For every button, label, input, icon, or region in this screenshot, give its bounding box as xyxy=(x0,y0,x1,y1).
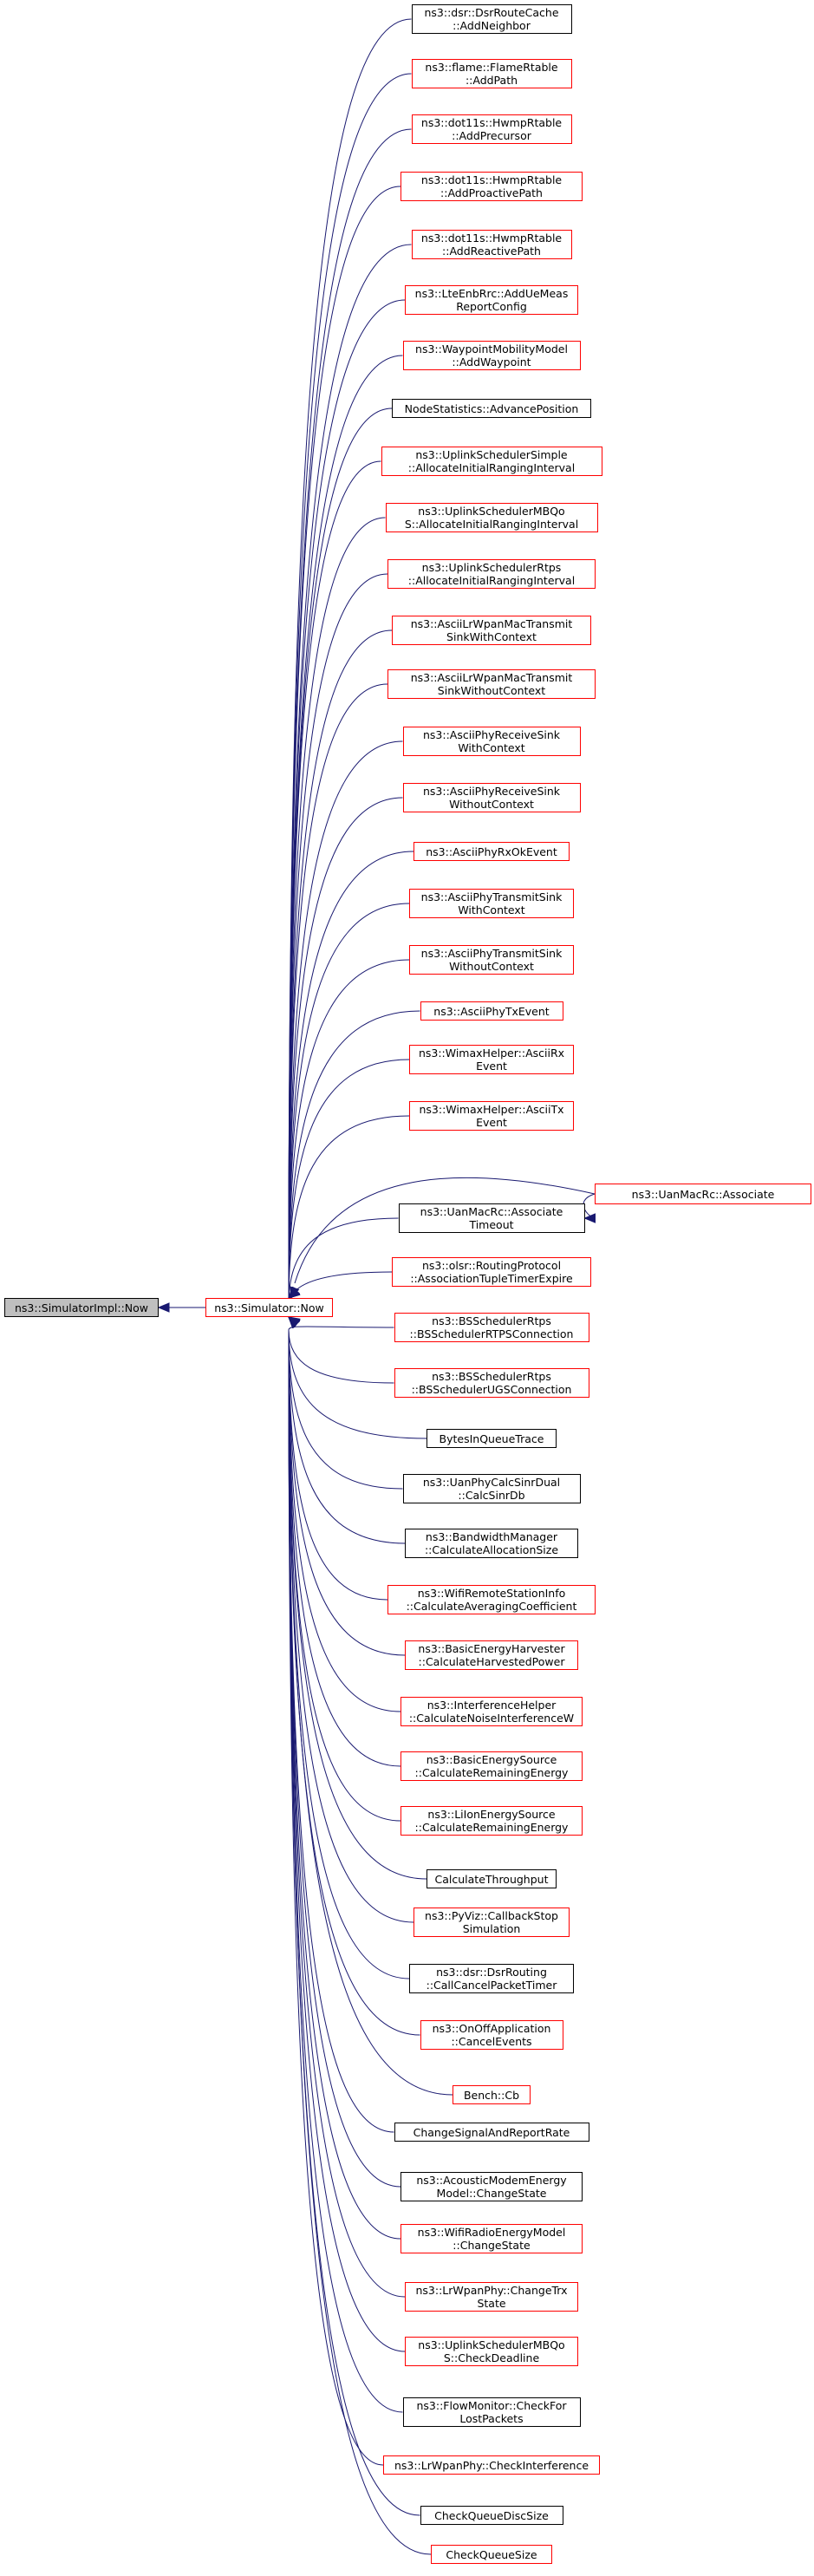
caller-node-waypointmobilitymodel-addwaypoint[interactable]: ns3::WaypointMobilityModel ::AddWaypoint xyxy=(402,341,581,370)
caller-node-uplinkschedulermbqos-checkdeadline[interactable]: ns3::UplinkSchedulerMBQo S::CheckDeadlin… xyxy=(405,2337,578,2366)
caller-node-uplinkschedulerrtps-allocateinitialranginginterval[interactable]: ns3::UplinkSchedulerRtps ::AllocateIniti… xyxy=(387,559,596,589)
edge-arrow-secondary-timeout xyxy=(583,1213,596,1223)
caller-node-bsschedulerrtps-bsschedulerugsconnection[interactable]: ns3::BSSchedulerRtps ::BSSchedulerUGSCon… xyxy=(394,1368,589,1398)
caller-node-asciiphyreceivesinkwithcontext[interactable]: ns3::AsciiPhyReceiveSink WithContext xyxy=(402,727,581,756)
caller-node-interferencehelper-calculatenoiseinterferencew[interactable]: ns3::InterferenceHelper ::CalculateNoise… xyxy=(400,1697,583,1726)
caller-node-wifiradioenergymodel-changestate[interactable]: ns3::WifiRadioEnergyModel ::ChangeState xyxy=(400,2224,583,2253)
caller-node-bench-cb[interactable]: Bench::Cb xyxy=(453,2085,531,2104)
node-simulatorimpl-now[interactable]: ns3::SimulatorImpl::Now xyxy=(4,1298,159,1317)
caller-node-dot11s-hwmprtable-addprecursor[interactable]: ns3::dot11s::HwmpRtable ::AddPrecursor xyxy=(411,114,572,144)
edge-caller-24 xyxy=(288,1329,394,1384)
edge-caller-11 xyxy=(288,629,393,1307)
caller-node-checkqueuesize[interactable]: CheckQueueSize xyxy=(431,2545,552,2564)
edge-caller-42 xyxy=(288,1329,406,2352)
edge-caller-37 xyxy=(288,1329,453,2096)
caller-node-dsr-dsrrouting-callcancelpackettimer[interactable]: ns3::dsr::DsrRouting ::CallCancelPacketT… xyxy=(409,1964,574,1993)
caller-node-calculatethroughput[interactable]: CalculateThroughput xyxy=(427,1869,557,1888)
caller-node-pyviz-callbackstopsimulation[interactable]: ns3::PyViz::CallbackStop Simulation xyxy=(414,1908,570,1937)
edge-caller-18 xyxy=(288,1010,420,1307)
edge-caller-14 xyxy=(288,797,403,1307)
edge-caller-2 xyxy=(288,128,412,1307)
edge-caller-46 xyxy=(288,1329,432,2555)
edge-caller-29 xyxy=(288,1329,406,1656)
caller-node-wifiremotestationinfo-calculateaveragingcoefficient[interactable]: ns3::WifiRemoteStationInfo ::CalculateAv… xyxy=(387,1585,596,1614)
caller-node-basicenergysource-calculateremainingenergy[interactable]: ns3::BasicEnergySource ::CalculateRemain… xyxy=(400,1751,583,1781)
caller-node-nodestatistics-advanceposition[interactable]: NodeStatistics::AdvancePosition xyxy=(392,399,591,418)
caller-node-dot11s-hwmprtable-addproactivepath[interactable]: ns3::dot11s::HwmpRtable ::AddProactivePa… xyxy=(400,172,583,201)
caller-node-asciiphytransmitsinkwithoutcontext[interactable]: ns3::AsciiPhyTransmitSink WithoutContext xyxy=(409,945,574,975)
edge-caller-43 xyxy=(288,1329,403,2413)
edge-arrow-root xyxy=(157,1302,170,1313)
edge-caller-32 xyxy=(288,1329,401,1822)
edge-caller-17 xyxy=(288,959,410,1307)
caller-node-uanphycalcsinrdual-calcsinrdb[interactable]: ns3::UanPhyCalcSinrDual ::CalcSinrDb xyxy=(402,1474,581,1503)
edge-caller-26 xyxy=(288,1329,403,1490)
caller-node-checkqueuediscsize[interactable]: CheckQueueDiscSize xyxy=(420,2506,563,2525)
edge-arrow-secondary-hub xyxy=(290,1286,300,1300)
edge-caller-12 xyxy=(288,683,388,1307)
caller-node-uanmacrc-associatetimeout[interactable]: ns3::UanMacRc::Associate Timeout xyxy=(398,1203,585,1233)
caller-node-flame-flamertable-addpath[interactable]: ns3::flame::FlameRtable ::AddPath xyxy=(411,59,572,88)
caller-node-asciiphyrxokevent[interactable]: ns3::AsciiPhyRxOkEvent xyxy=(414,842,570,861)
edge-caller-16 xyxy=(288,903,410,1307)
caller-node-onoffapplication-cancelevents[interactable]: ns3::OnOffApplication ::CancelEvents xyxy=(420,2020,563,2050)
caller-node-lrwpanphy-changetrxstate[interactable]: ns3::LrWpanPhy::ChangeTrx State xyxy=(405,2282,578,2312)
edge-caller-27 xyxy=(288,1329,406,1544)
caller-node-bandwidthmanager-calculateallocationsize[interactable]: ns3::BandwidthManager ::CalculateAllocat… xyxy=(405,1529,578,1558)
caller-node-uplinkschedulersimple-allocateinitialranginginterval[interactable]: ns3::UplinkSchedulerSimple ::AllocateIni… xyxy=(381,447,602,476)
edge-caller-45 xyxy=(288,1329,420,2516)
edge-caller-19 xyxy=(288,1059,410,1307)
edge-caller-34 xyxy=(288,1329,414,1923)
edge-arrow-46 xyxy=(287,1316,301,1328)
edge-caller-25 xyxy=(288,1329,427,1439)
caller-node-liionenergysource-calculateremainingenergy[interactable]: ns3::LiIonEnergySource ::CalculateRemain… xyxy=(400,1806,583,1836)
caller-node-dot11s-hwmprtable-addreactivepath[interactable]: ns3::dot11s::HwmpRtable ::AddReactivePat… xyxy=(411,230,572,259)
edge-caller-21 xyxy=(288,1217,399,1307)
caller-node-lteenbrrc-adduemeasreportconfig[interactable]: ns3::LteEnbRrc::AddUeMeas ReportConfig xyxy=(405,285,578,315)
caller-node-uplinkschedulermbqos-allocateinitialranginginterval[interactable]: ns3::UplinkSchedulerMBQo S::AllocateInit… xyxy=(385,503,598,532)
node-uanmacrc-associate[interactable]: ns3::UanMacRc::Associate xyxy=(595,1184,811,1204)
edge-caller-44 xyxy=(288,1329,384,2466)
caller-node-wimaxhelper-asciitxevent[interactable]: ns3::WimaxHelper::AsciiTx Event xyxy=(409,1101,574,1131)
caller-node-wimaxhelper-asciirxevent[interactable]: ns3::WimaxHelper::AsciiRx Event xyxy=(409,1045,574,1074)
caller-node-asciilrwpanmactransmitsinkwithcontext[interactable]: ns3::AsciiLrWpanMacTransmit SinkWithCont… xyxy=(392,616,591,645)
edge-caller-15 xyxy=(288,851,414,1307)
caller-node-lrwpanphy-checkinterference[interactable]: ns3::LrWpanPhy::CheckInterference xyxy=(383,2455,600,2475)
caller-node-basicenergyharvester-calculateharvestedpower[interactable]: ns3::BasicEnergyHarvester ::CalculateHar… xyxy=(405,1640,578,1670)
edge-caller-13 xyxy=(288,740,403,1307)
edge-caller-20 xyxy=(288,1115,410,1307)
caller-node-flowmonitor-checkforlostpackets[interactable]: ns3::FlowMonitor::CheckFor LostPackets xyxy=(402,2397,581,2427)
edge-caller-23 xyxy=(288,1326,394,1331)
caller-node-acousticmodemenergymodel-changestate[interactable]: ns3::AcousticModemEnergy Model::ChangeSt… xyxy=(400,2172,583,2201)
edge-caller-30 xyxy=(288,1329,401,1712)
caller-node-olsr-routingprotocol-associationtupletimerexpire[interactable]: ns3::olsr::RoutingProtocol ::Association… xyxy=(392,1257,591,1287)
node-simulator-now[interactable]: ns3::Simulator::Now xyxy=(205,1298,333,1317)
caller-node-bytesinqueuetrace[interactable]: BytesInQueueTrace xyxy=(427,1429,557,1448)
caller-node-asciiphyreceivesinkwithoutcontext[interactable]: ns3::AsciiPhyReceiveSink WithoutContext xyxy=(402,783,581,812)
caller-node-asciiphytxevent[interactable]: ns3::AsciiPhyTxEvent xyxy=(420,1001,563,1021)
caller-node-dsr-dsrroutecache-addneighbor[interactable]: ns3::dsr::DsrRouteCache ::AddNeighbor xyxy=(411,4,572,34)
caller-node-asciilrwpanmactransmitsinkwithoutcontext[interactable]: ns3::AsciiLrWpanMacTransmit SinkWithoutC… xyxy=(387,669,596,699)
edge-caller-36 xyxy=(288,1329,420,2036)
caller-node-changesignalandreportrate[interactable]: ChangeSignalAndReportRate xyxy=(394,2123,589,2142)
edge-secondary-to-hub xyxy=(294,1177,596,1284)
caller-node-asciiphytransmitsinkwithcontext[interactable]: ns3::AsciiPhyTransmitSink WithContext xyxy=(409,889,574,918)
caller-node-bsschedulerrtps-bsschedulerrtpsconnection[interactable]: ns3::BSSchedulerRtps ::BSSchedulerRTPSCo… xyxy=(394,1313,589,1342)
edge-caller-7 xyxy=(288,408,393,1307)
